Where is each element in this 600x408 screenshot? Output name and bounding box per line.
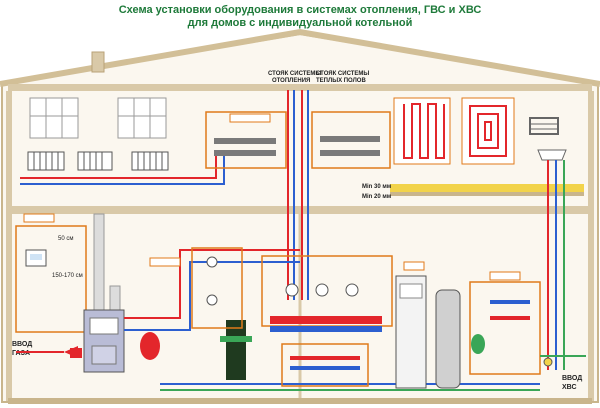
floor-screed <box>390 184 584 196</box>
floor-slab <box>8 206 592 214</box>
riser-floor-line1: СТОЯК СИСТЕМЫ <box>316 71 369 77</box>
dim-50: 50 см <box>58 236 73 242</box>
right-circuit-box <box>469 281 541 375</box>
gas-inlet-line1: ВВОД <box>12 341 32 348</box>
window-left <box>29 97 79 139</box>
left-room-frame <box>15 225 87 333</box>
water-inlet-line1: ВВОД <box>562 375 582 382</box>
pump-group-left <box>191 247 243 329</box>
caption-stubs <box>23 113 521 281</box>
gas-inlet-line2: ГАЗА <box>12 350 30 357</box>
underfloor-loop-1 <box>393 97 451 165</box>
lower-heating-pipes <box>124 249 540 391</box>
title-line-1: Схема установки оборудования в системах … <box>118 4 482 16</box>
radiator-3 <box>131 151 169 171</box>
solid-fuel-boiler <box>83 309 125 373</box>
gas-inlet-marker <box>64 346 82 358</box>
water-inlet-marker <box>540 355 586 367</box>
radiator-2 <box>77 151 113 171</box>
towel-rail <box>529 117 559 135</box>
right-vertical-pipes <box>547 160 565 370</box>
riser-floor-line2: ТЕПЛЫХ ПОЛОВ <box>316 78 366 84</box>
chimney-roof <box>91 51 105 73</box>
floor-manifold-box <box>311 111 391 169</box>
risers <box>287 90 309 300</box>
ceiling-slab <box>8 84 592 91</box>
central-pump-manifold <box>261 255 393 332</box>
underfloor-loop-2 <box>461 97 515 165</box>
gas-meter <box>25 249 47 267</box>
min20-label: Min 20 мм <box>362 194 392 200</box>
upper-heating-pipes <box>20 150 225 185</box>
water-inlet-line2: ХВС <box>562 384 577 391</box>
gas-boiler <box>395 275 427 389</box>
wall-left <box>6 91 12 401</box>
heating-manifold-box <box>205 111 287 169</box>
dhw-tank <box>435 289 461 389</box>
expansion-tank-red <box>140 332 160 360</box>
riser-heating-line1: СТОЯК СИСТЕМЫ <box>268 71 321 77</box>
title-line-2: для домов с индивидуальной котельной <box>187 17 413 29</box>
window-middle <box>117 97 167 139</box>
dim-150-170: 150-170 см <box>52 273 83 279</box>
sink <box>537 149 567 161</box>
wall-right <box>588 91 594 401</box>
radiator-1 <box>27 151 65 171</box>
bottom-circuit-box <box>281 343 369 387</box>
hydraulic-separator <box>220 320 252 380</box>
riser-heating-line2: ОТОПЛЕНИЯ <box>272 78 310 84</box>
min30-label: Min 30 мм <box>362 184 392 190</box>
